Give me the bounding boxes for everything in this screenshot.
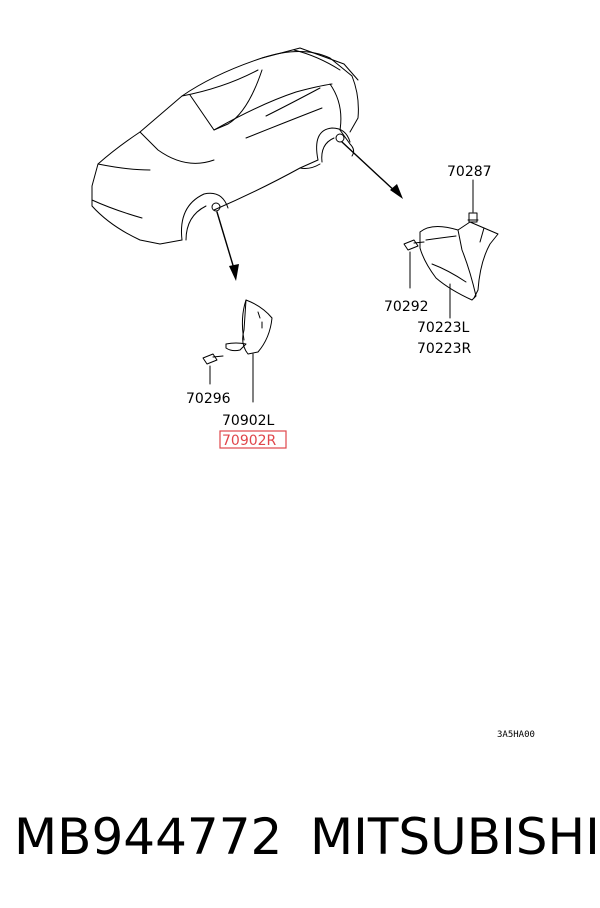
label-70223R: 70223R xyxy=(417,341,472,357)
bolt-70292-shape xyxy=(403,239,425,289)
label-70296: 70296 xyxy=(186,391,231,407)
highlight-box xyxy=(219,430,287,449)
label-70902L: 70902L xyxy=(222,413,275,429)
label-70287: 70287 xyxy=(447,164,492,180)
arrow-rear xyxy=(335,133,399,195)
car-illustration xyxy=(91,47,359,245)
brand-name: MITSUBISHI xyxy=(310,808,600,866)
label-70292: 70292 xyxy=(384,299,429,315)
mud-flap-front xyxy=(225,299,273,403)
arrow-front xyxy=(211,202,236,273)
mud-flap-rear xyxy=(419,179,499,319)
label-70902R[interactable]: 70902R xyxy=(222,433,277,449)
diagram-code: 3A5HA00 xyxy=(497,730,535,740)
part-number: MB944772 xyxy=(14,808,283,866)
label-70223L: 70223L xyxy=(417,320,470,336)
footer: MB944772 MITSUBISHI xyxy=(14,802,600,872)
bolt-70296-shape xyxy=(202,353,224,385)
